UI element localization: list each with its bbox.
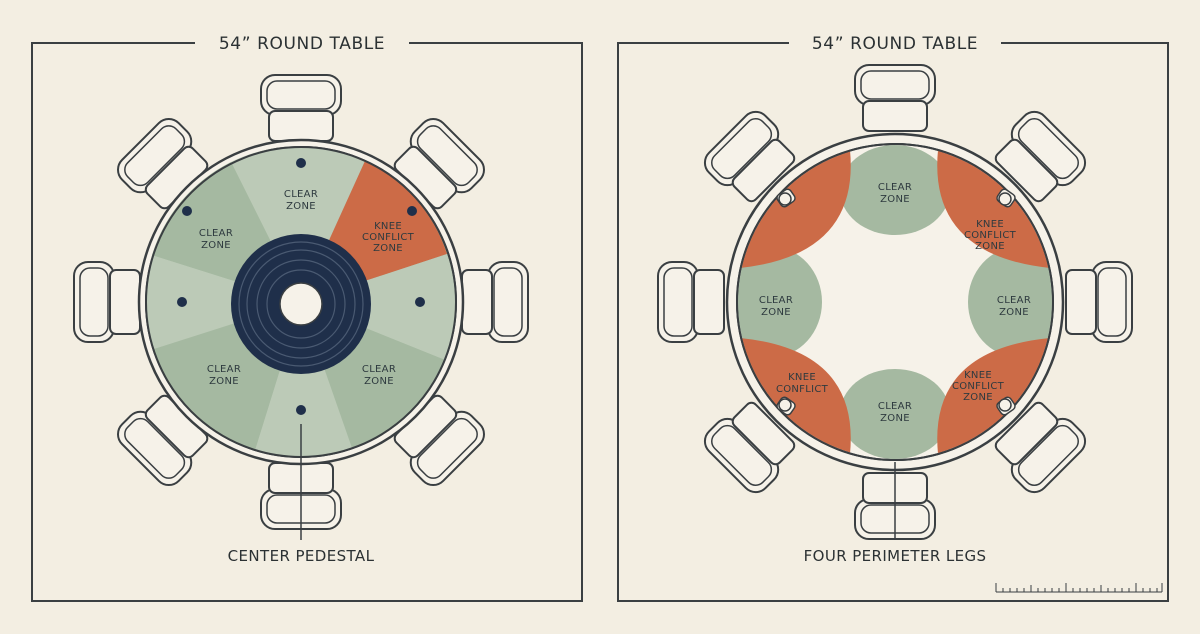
leg bbox=[996, 396, 1016, 416]
chair bbox=[461, 261, 529, 343]
wedge-clear bbox=[301, 254, 456, 360]
zone-clear-left bbox=[738, 247, 822, 357]
perimeter-legs bbox=[776, 188, 1016, 416]
scale-ruler bbox=[995, 583, 1163, 593]
chair bbox=[73, 261, 141, 343]
chair bbox=[1065, 261, 1133, 343]
zone-clear-right bbox=[968, 247, 1052, 357]
panel-center-pedestal: 54” ROUND TABLE CL bbox=[31, 30, 583, 602]
wedge-clear bbox=[255, 302, 352, 457]
caption-center-pedestal: CENTER PEDESTAL bbox=[228, 547, 375, 565]
caption-four-perimeter-legs: FOUR PERIMETER LEGS bbox=[804, 547, 987, 565]
panel-four-perimeter-legs: 54” ROUND TABLE bbox=[617, 30, 1169, 602]
chair bbox=[260, 74, 342, 142]
panel-title: 54” ROUND TABLE bbox=[812, 34, 978, 54]
zone-clear-bottom bbox=[840, 369, 950, 459]
center-pedestal bbox=[231, 234, 371, 374]
mounting-dots bbox=[177, 158, 425, 415]
leg bbox=[996, 188, 1016, 208]
leg bbox=[776, 396, 796, 416]
chair bbox=[854, 64, 936, 132]
wedge-clear bbox=[145, 255, 301, 349]
chair bbox=[657, 261, 725, 343]
zone-clear-top bbox=[840, 145, 950, 235]
panel-title: 54” ROUND TABLE bbox=[219, 34, 385, 54]
wedge-clear bbox=[231, 146, 365, 302]
leg bbox=[776, 188, 796, 208]
